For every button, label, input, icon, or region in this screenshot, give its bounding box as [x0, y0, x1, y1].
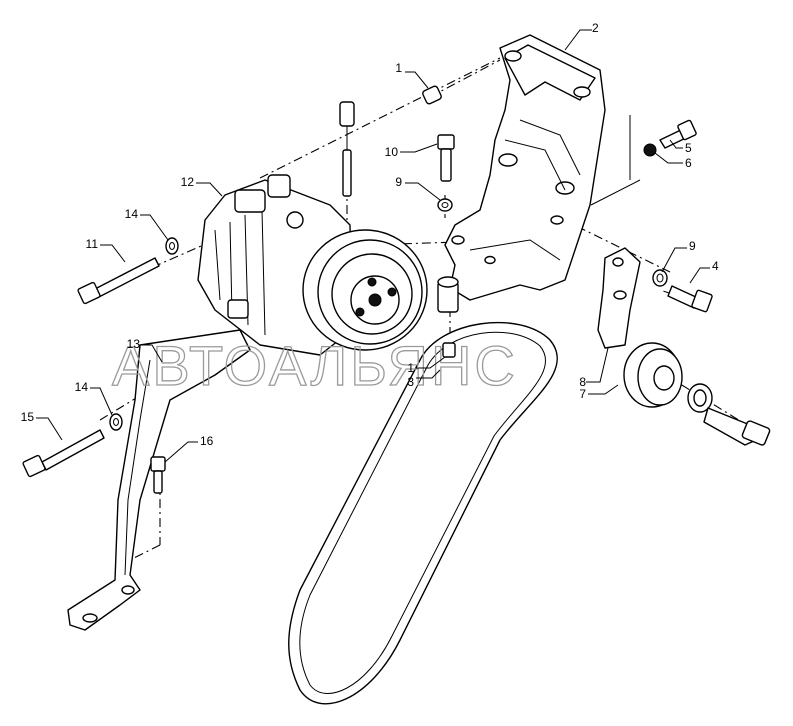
callout-15: 15 [21, 410, 35, 424]
tensioner-assembly [597, 247, 771, 446]
drive-belt [288, 321, 558, 705]
callout-11: 11 [86, 237, 99, 251]
support-bracket [67, 329, 251, 631]
mounting-bracket [437, 34, 606, 313]
callout-2: 2 [592, 21, 599, 35]
callout-3: 3 [407, 375, 414, 389]
callout-1: 1 [395, 61, 402, 75]
callout-14-lower: 14 [75, 380, 89, 394]
callout-10: 10 [385, 145, 399, 159]
callout-16: 16 [200, 434, 214, 448]
callout-5: 5 [685, 141, 692, 155]
callouts: 1 2 1 3 4 5 6 7 8 9 9 10 11 12 13 14 14 … [21, 21, 719, 448]
leader-lines [36, 29, 710, 463]
callout-4: 4 [712, 259, 719, 273]
callout-6: 6 [685, 156, 692, 170]
ac-compressor [197, 101, 428, 356]
callout-9-right: 9 [689, 239, 696, 253]
watermark: АВТОАЛЬЯНС [112, 334, 518, 397]
callout-7: 7 [579, 387, 586, 401]
callout-1-lower: 1 [407, 361, 414, 375]
fasteners [22, 85, 697, 494]
callout-9: 9 [395, 175, 402, 189]
callout-12: 12 [181, 175, 195, 189]
callout-8: 8 [579, 375, 586, 389]
callout-13: 13 [127, 337, 141, 351]
callout-14: 14 [125, 207, 139, 221]
